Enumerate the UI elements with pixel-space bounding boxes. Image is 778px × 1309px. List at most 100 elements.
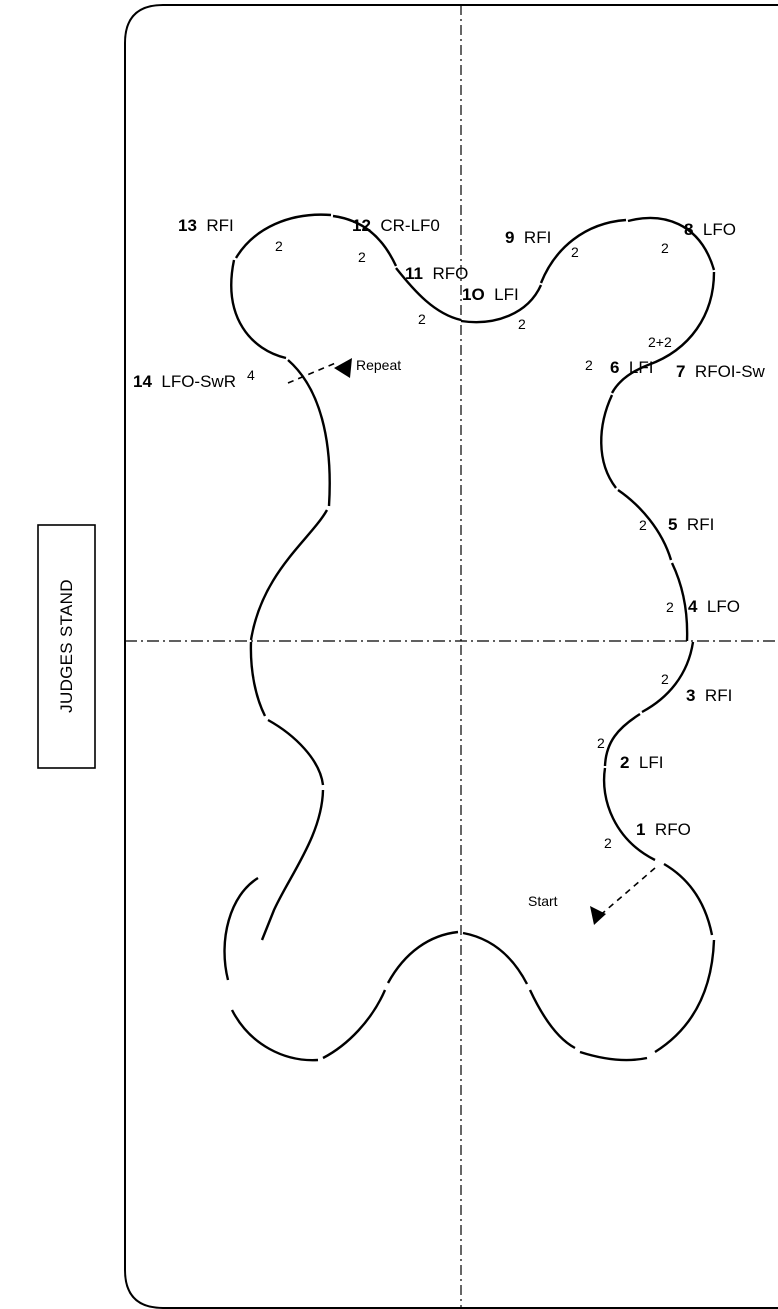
edge-3-rfi (641, 641, 695, 714)
repeat-edge-l (579, 1050, 648, 1062)
repeat-edge-m (654, 939, 716, 1054)
step-number: 14 (133, 372, 152, 391)
step-number: 7 (676, 362, 685, 381)
beat-count-4: 2 (666, 599, 674, 615)
repeat-edge-e (260, 789, 325, 941)
judges-stand-label: JUDGES STAND (57, 579, 76, 713)
step-edge: RFI (687, 515, 714, 534)
step-label-12: 12 CR-LF0 (352, 216, 440, 235)
step-edge: RFO (655, 820, 691, 839)
step-number: 9 (505, 228, 514, 247)
step-labels: 1 RFO 2 LFI 3 RFI 4 LFO 5 RFI 6 LFI 7 RF… (133, 216, 766, 839)
step-edge: RFI (705, 686, 732, 705)
step-label-1: 1 RFO (636, 820, 691, 839)
step-edge: LFO-SwR (161, 372, 236, 391)
step-number: 11 (405, 264, 423, 283)
repeat-edge-c (249, 641, 267, 717)
edge-6-lfi (600, 394, 617, 489)
step-label-5: 5 RFI (668, 515, 714, 534)
rink-outline (124, 4, 778, 1309)
repeat-edges (223, 359, 716, 1062)
step-number: 1 (636, 820, 645, 839)
edge-1-rfo (602, 767, 656, 862)
judges-stand: JUDGES STAND (37, 524, 96, 769)
step-label-3: 3 RFI (686, 686, 732, 705)
step-label-6: 6 LFI (610, 358, 653, 377)
step-label-11: 11 RFO (405, 264, 468, 283)
beat-count-1: 2 (604, 835, 612, 851)
step-number: 1O (462, 285, 485, 304)
start-leader (596, 867, 656, 919)
edge-13-rfi (234, 213, 332, 259)
edge-8-lfo (627, 216, 716, 271)
repeat-edge-a (287, 359, 331, 507)
beat-count-2: 2 (597, 735, 605, 751)
beat-count-12: 2 (358, 249, 366, 265)
step-number: 13 (178, 216, 197, 235)
start-label: Start (528, 893, 558, 909)
beat-count-7: 2+2 (648, 334, 672, 350)
repeat-edge-k (528, 989, 576, 1050)
step-edge: RFOI-Sw (695, 362, 766, 381)
edge-11-rfo (395, 267, 462, 322)
beat-counts: 2 2 2 2 2 2 2+2 2 2 2 2 2 2 4 (247, 238, 674, 851)
edge-14-lfo-swr (230, 259, 287, 360)
repeat-edge-d (267, 718, 325, 786)
step-number: 12 (352, 216, 371, 235)
beat-count-13: 2 (275, 238, 283, 254)
step-edge: LFI (494, 285, 519, 304)
step-label-4: 4 LFO (688, 597, 740, 616)
step-label-13: 13 RFI (178, 216, 234, 235)
step-edge: LFO (707, 597, 740, 616)
step-edge: CR-LF0 (380, 216, 440, 235)
edge-12-cr-lf0 (332, 214, 398, 267)
repeat-edge-i (386, 930, 459, 984)
repeat-edge-h (322, 989, 387, 1060)
step-number: 6 (610, 358, 619, 377)
judges-stand-box (37, 524, 96, 769)
repeat-edge-g (230, 1009, 319, 1062)
beat-count-8: 2 (661, 240, 669, 256)
beat-count-5: 2 (639, 517, 647, 533)
start-arrow-icon (590, 906, 606, 925)
step-number: 8 (684, 220, 693, 239)
step-label-14: 14 LFO-SwR (133, 372, 236, 391)
step-number: 4 (688, 597, 698, 616)
step-edge: RFI (524, 228, 551, 247)
step-label-7: 7 RFOI-Sw (676, 362, 766, 381)
repeat-arrow-icon (334, 358, 352, 378)
edge-4-lfo (670, 562, 689, 642)
step-edge: LFO (703, 220, 736, 239)
beat-count-10: 2 (518, 316, 526, 332)
repeat-edge-j (462, 931, 529, 985)
repeat-label: Repeat (356, 357, 401, 373)
start-marker: Start (528, 867, 656, 925)
edge-5-rfi (617, 489, 673, 561)
step-edge: RFI (206, 216, 233, 235)
step-edge: LFI (639, 753, 664, 772)
repeat-edge-f (223, 876, 259, 981)
step-edge: LFI (629, 358, 654, 377)
beat-count-6: 2 (585, 357, 593, 373)
beat-count-14: 4 (247, 367, 255, 383)
step-number: 3 (686, 686, 695, 705)
beat-count-11: 2 (418, 311, 426, 327)
step-number: 2 (620, 753, 629, 772)
step-label-10: 1O LFI (462, 285, 519, 304)
pattern-edges (230, 213, 716, 862)
repeat-marker: Repeat (287, 357, 401, 384)
step-label-9: 9 RFI (505, 228, 551, 247)
edge-10-lfi (460, 284, 543, 324)
step-label-2: 2 LFI (620, 753, 663, 772)
step-edge: RFO (432, 264, 468, 283)
step-label-8: 8 LFO (684, 220, 736, 239)
step-number: 5 (668, 515, 677, 534)
repeat-edge-b (249, 509, 329, 641)
beat-count-9: 2 (571, 244, 579, 260)
edge-9-rfi (539, 218, 627, 284)
edge-7-rfoi-sw (610, 271, 716, 394)
repeat-leader (287, 361, 339, 384)
edge-2-lfi (603, 712, 641, 767)
beat-count-3: 2 (661, 671, 669, 687)
